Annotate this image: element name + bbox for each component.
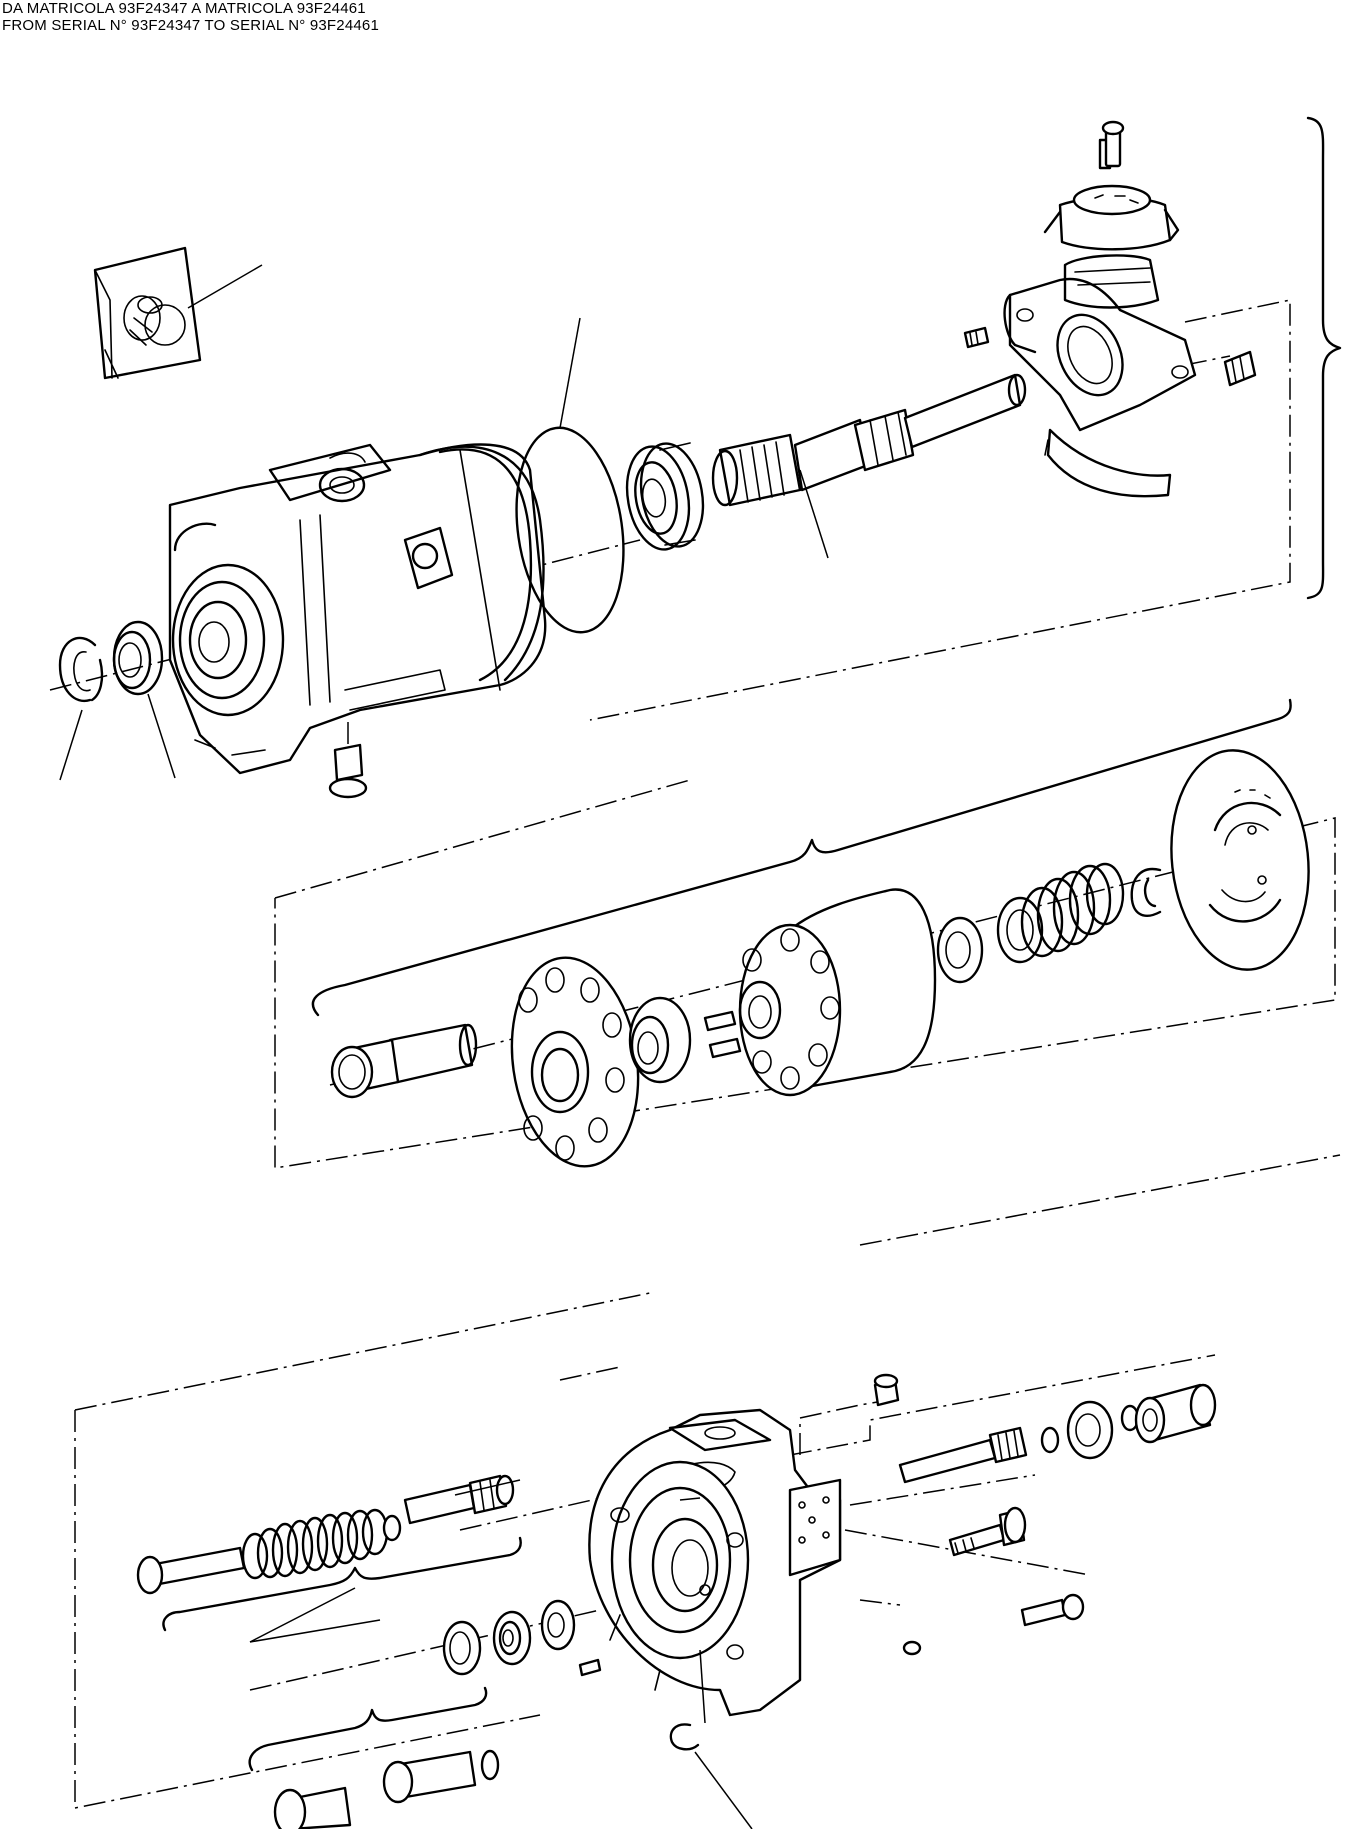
shaft-seal-ring: [112, 620, 176, 779]
rotating-axis-line: [329, 849, 1261, 1086]
seal-kit-bag-icon: [93, 246, 263, 380]
shaft-bearing: [625, 442, 705, 551]
rotating-group: [274, 698, 1336, 1169]
pump-housing-assembly: [49, 116, 1342, 799]
control-piston-lower: [248, 1479, 521, 1829]
drive-shaft: [711, 373, 1027, 559]
valve-plate: [1170, 749, 1310, 971]
control-plate-assembly: [74, 1154, 1341, 1829]
lock-nut: [1040, 1400, 1140, 1460]
thrust-washer: [936, 916, 984, 984]
o-ring-small: [669, 1649, 753, 1829]
piston: [330, 1023, 478, 1099]
end-cover: [588, 1408, 842, 1717]
pump-housing: [168, 443, 547, 799]
plug-screw-top: [873, 1373, 900, 1407]
compression-spring: [996, 862, 1125, 964]
control-spring-assembly: [136, 1474, 522, 1643]
group-brace-middle: [311, 698, 1292, 1017]
control-axis-line-2: [789, 1354, 1216, 1606]
cylinder-block: [738, 888, 937, 1097]
serial-range-italian: DA MATRICOLA 93F24347 A MATRICOLA 93F244…: [2, 0, 366, 17]
assembly-frame-top: [589, 299, 1291, 721]
adjusting-screw: [898, 1426, 1028, 1484]
spherical-guide: [628, 996, 742, 1084]
valve-seat-rings: [442, 1599, 602, 1677]
serial-range-header: DA MATRICOLA 93F24347 A MATRICOLA 93F244…: [2, 0, 379, 34]
cap-nut: [1134, 1383, 1217, 1444]
serial-range-english: FROM SERIAL N° 93F24347 TO SERIAL N° 93F…: [2, 17, 379, 34]
small-screw: [902, 1593, 1085, 1656]
control-head: [963, 120, 1257, 498]
circlip: [1130, 867, 1162, 917]
mounting-bolt: [948, 1506, 1027, 1557]
assembly-frame-bottom: [74, 1154, 1341, 1809]
retaining-plate: [510, 956, 640, 1168]
snap-ring: [58, 636, 104, 781]
group-brace-right: [1306, 116, 1342, 600]
housing-o-ring: [515, 317, 625, 634]
